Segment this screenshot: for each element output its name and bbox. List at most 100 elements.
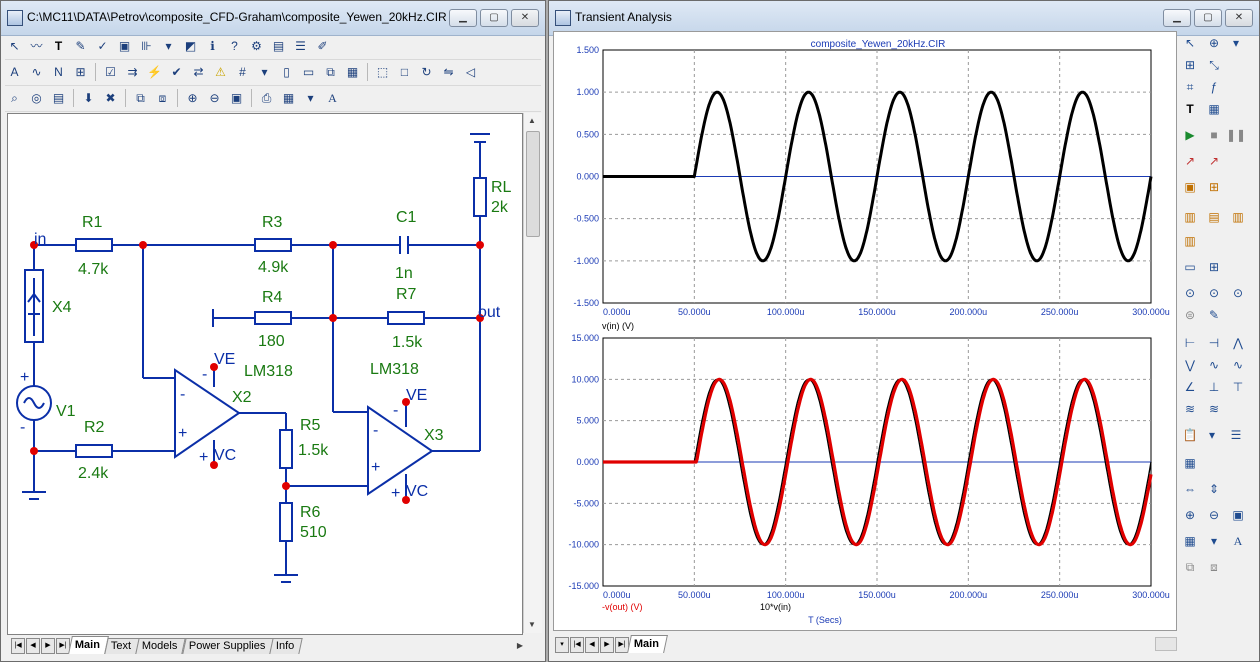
scroll-thumb[interactable] (526, 131, 540, 237)
tab-prev-icon[interactable]: ◀ (585, 637, 599, 653)
font-icon[interactable]: A (328, 90, 337, 105)
scroll-up-icon[interactable]: ▲ (528, 116, 536, 125)
stop-icon[interactable]: ✖ (105, 90, 116, 105)
wire-icon[interactable]: 〰 (30, 38, 43, 53)
node-numbers-icon[interactable]: A (10, 64, 19, 79)
scroll-down-icon[interactable]: ▼ (528, 620, 536, 629)
close-button[interactable]: ✕ (1225, 9, 1253, 27)
line-tool-icon[interactable]: ✎ (75, 38, 86, 53)
check-icon[interactable]: ☑ (105, 64, 116, 79)
schematic-canvas[interactable]: R1 4.7k R3 4.9k C1 1n RL 2k R4 180 R7 1.… (7, 113, 523, 635)
layout-icon[interactable]: ▦ (282, 90, 295, 105)
column4-icon[interactable]: ▥ (1184, 234, 1196, 248)
text-tool-icon[interactable]: T (54, 38, 63, 53)
zoom-fit-icon[interactable]: ▣ (1232, 508, 1244, 522)
flag-tool-icon[interactable]: ✓ (97, 38, 108, 53)
box-select-icon[interactable]: ⬚ (376, 64, 389, 79)
step-icon[interactable]: ⬇ (83, 90, 94, 105)
peak-icon[interactable]: ⊙ (1184, 286, 1196, 300)
maximize-button[interactable]: ▢ (1194, 9, 1222, 27)
list-icon[interactable]: ☰ (295, 38, 306, 53)
scale-icon[interactable]: ⊞ (1184, 58, 1196, 72)
cursor-right-icon[interactable]: ⊣ (1208, 336, 1220, 350)
graph-icon[interactable]: ⌗ (1186, 80, 1194, 94)
tab-main[interactable]: Main (68, 636, 109, 654)
clipboard-icon[interactable]: 📋 (1182, 428, 1198, 442)
cursor-bottom-icon[interactable]: ⊥ (1208, 380, 1220, 394)
maximize-button[interactable]: ▢ (480, 9, 508, 27)
cursor-valley-icon[interactable]: ⋁ (1185, 358, 1195, 372)
dropdown-icon[interactable]: ▾ (1210, 534, 1218, 548)
probe-icon[interactable]: ✔ (171, 64, 182, 79)
node-names-icon[interactable]: N (54, 64, 63, 79)
paint-icon[interactable]: ◩ (184, 38, 197, 53)
properties-icon[interactable]: ▦ (346, 64, 359, 79)
tab-power-supplies[interactable]: Power Supplies (182, 638, 274, 654)
dropdown-icon[interactable]: ▾ (307, 90, 314, 105)
rotate-icon[interactable]: ↻ (421, 64, 432, 79)
step-icon[interactable]: ↗ (1184, 154, 1196, 168)
connect-icon[interactable]: ⇄ (193, 64, 204, 79)
tab-dropdown-icon[interactable]: ▾ (555, 637, 569, 653)
column3-icon[interactable]: ▥ (1232, 210, 1244, 224)
font-icon[interactable]: A (1233, 534, 1243, 548)
close-button[interactable]: ✕ (511, 9, 539, 27)
run-icon[interactable]: ▶ (1185, 128, 1195, 142)
dropdown-icon[interactable]: ▾ (1208, 428, 1216, 442)
schematic-titlebar[interactable]: C:\MC11\DATA\Petrov\composite_CFD-Graham… (1, 1, 545, 36)
tab-info[interactable]: Info (269, 638, 304, 654)
tab-first-icon[interactable]: |◀ (570, 637, 584, 653)
flash-icon[interactable]: ⚡ (147, 64, 162, 79)
zoom-out-icon[interactable]: ⊖ (209, 90, 220, 105)
page-icon[interactable]: ▯ (283, 64, 290, 79)
slope-icon[interactable]: ⊜ (1184, 308, 1196, 322)
tab-next-icon[interactable]: ▶ (600, 637, 614, 653)
tile-icon[interactable]: ▣ (1184, 180, 1196, 194)
function-icon[interactable]: ƒ (1210, 80, 1218, 94)
tab-next-icon[interactable]: ▶ (41, 638, 55, 654)
numeric-output-icon[interactable]: ▦ (1184, 456, 1196, 470)
fit-height-icon[interactable]: ⇕ (1208, 482, 1220, 496)
sweep-icon[interactable]: ↗ (1208, 154, 1220, 168)
page-icon[interactable]: ▤ (272, 38, 285, 53)
tab-main[interactable]: Main (627, 635, 668, 653)
wave-icon[interactable]: ∿ (31, 64, 42, 79)
select-mode-icon[interactable]: ↖ (1184, 36, 1196, 50)
cursor-wave-icon[interactable]: ∿ (1208, 358, 1220, 372)
cursor-wave2-icon[interactable]: ∿ (1232, 358, 1244, 372)
copy-icon[interactable]: ⧉ (136, 90, 145, 105)
tile-grid-icon[interactable]: ⊞ (1208, 180, 1220, 194)
text-tool-icon[interactable]: T (1186, 102, 1194, 116)
select-mode-icon[interactable]: ↖ (9, 38, 20, 53)
horizontal-scroll-right-icon[interactable]: ▶ (516, 641, 524, 650)
zoom-out-icon[interactable]: ⊖ (1208, 508, 1220, 522)
grid-major-icon[interactable]: ⊞ (1208, 260, 1220, 274)
grid-minor-icon[interactable]: ▭ (1184, 260, 1196, 274)
dropdown-icon[interactable]: ▾ (165, 38, 172, 53)
warning-icon[interactable]: ⚠ (215, 64, 226, 79)
print-icon[interactable]: ⎙ (261, 90, 272, 105)
zoom-box-icon[interactable]: ⤡ (1209, 58, 1219, 72)
flip-icon[interactable]: ⇋ (443, 64, 454, 79)
tag-icon[interactable]: ✎ (1208, 308, 1220, 322)
mirror-icon[interactable]: ◁ (465, 64, 476, 79)
schematic-vertical-scrollbar[interactable]: ▲ ▼ (523, 113, 542, 633)
tab-first-icon[interactable]: |◀ (11, 638, 25, 654)
zoom-in-icon[interactable]: ⊕ (1184, 508, 1196, 522)
stop-icon[interactable]: ■ (1210, 128, 1218, 142)
grid-snap-icon[interactable]: ⊞ (75, 64, 86, 79)
grid-icon[interactable]: # (239, 64, 246, 79)
binoculars-icon[interactable]: ◎ (31, 90, 42, 105)
cursor-global-icon[interactable]: ≋ (1184, 402, 1196, 416)
cursor-local-icon[interactable]: ≋ (1208, 402, 1220, 416)
report-icon[interactable]: ▤ (52, 90, 65, 105)
column2-icon[interactable]: ▤ (1208, 210, 1220, 224)
minimize-button[interactable]: ▁ (1163, 9, 1191, 27)
properties-icon[interactable]: ▦ (1208, 102, 1220, 116)
attribute-icon[interactable]: ⚙ (251, 38, 262, 53)
zoom-in-icon[interactable]: ⊕ (187, 90, 198, 105)
cursor-mode-icon[interactable]: ⊕ (1208, 36, 1220, 50)
cursor-peak-icon[interactable]: ⋀ (1233, 336, 1243, 350)
component-icon[interactable]: ▣ (118, 38, 131, 53)
capacitor-icon[interactable]: ⊪ (141, 38, 152, 53)
